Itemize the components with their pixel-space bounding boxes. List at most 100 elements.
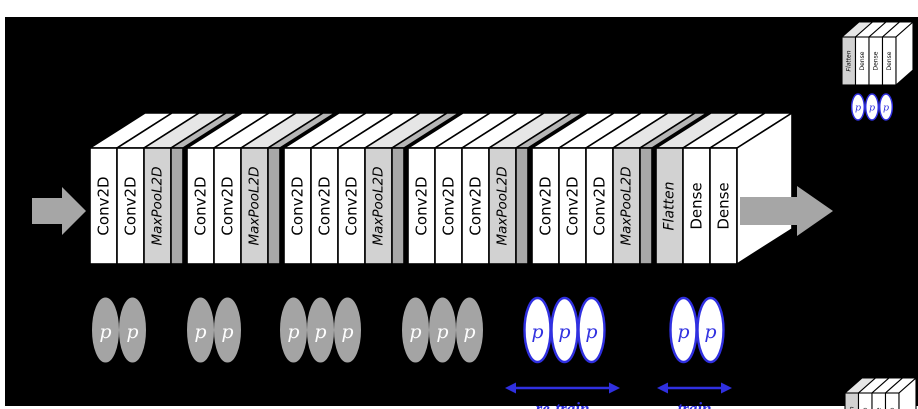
layer-slab-front-face [143,147,172,265]
separator-front-face [639,147,653,265]
group-separator-slab [391,112,460,265]
param-symbol: p [704,321,716,343]
input-arrow-icon [32,187,86,235]
layer-label: Conv2D [316,176,334,235]
param-ellipse-frozen: p [187,297,214,363]
layer-slab-conv2d: Conv2D [213,112,297,265]
param-ellipse-shape [402,297,429,363]
layer-label: Flatten [662,182,678,231]
layer-label: Conv2D [289,176,307,235]
inset-layer-slab-dense: Dense [868,21,901,86]
layer-slab-conv2d: Conv2D [310,112,394,265]
layer-label: MaxPooL2D [247,166,263,245]
layer-label: MaxPooL2D [495,166,511,245]
param-ellipse-trainable: p [577,296,606,364]
layer-slab-dense: Dense [709,112,793,265]
param-ellipse-frozen: p [456,297,483,363]
param-ellipse-frozen: p [92,297,119,363]
param-ellipse-shape [577,296,606,364]
layer-label: Conv2D [95,176,113,235]
param-ellipse-shape [850,93,866,121]
inset-param-ellipse-trainable: p [864,93,880,121]
param-symbol: p [436,321,448,343]
arrow-head-right-icon [721,382,732,394]
layer-label: Conv2D [467,176,485,235]
layer-slab-maxpool2d: MaxPooL2D [488,112,572,265]
layer-slab-conv2d: Conv2D [116,112,200,265]
layer-label: Conv2D [413,176,431,235]
layer-slab-front-face [364,147,393,265]
param-ellipse-frozen: p [429,297,456,363]
layer-slab-front-face [89,147,118,265]
arrow-head-left-icon [657,382,668,394]
layer-slab-conv2d: Conv2D [283,112,367,265]
annotation-train: train [657,382,732,409]
layer-slab-conv2d: Conv2D [558,112,642,265]
param-symbol: p [221,321,233,343]
param-ellipse-trainable: p [669,296,698,364]
layer-label: Dense [715,182,733,229]
layer-slab-front-face [488,147,517,265]
inset-block-end-cap [898,377,917,409]
annotation-label: train [677,399,711,409]
layer-label: Dense [859,51,866,70]
layer-label: Conv2D [192,176,210,235]
param-ellipse-shape [334,297,361,363]
param-symbol: p [531,321,543,343]
layer-slab-front-face [434,147,463,265]
param-ellipse-frozen: p [402,297,429,363]
param-symbol: p [463,321,475,343]
layer-label: Conv2D [591,176,609,235]
param-ellipse-trainable: p [523,296,552,364]
layer-label: MaxPooL2D [150,166,166,245]
arrow-head-right-icon [609,382,620,394]
param-ellipse-shape [119,297,146,363]
inset-param-ellipse-trainable: p [850,93,866,121]
layer-label: Conv2D [537,176,555,235]
param-symbol: p [341,321,353,343]
layer-label: Dense [875,407,882,409]
layer-label: Conv2D [343,176,361,235]
annotation-label: re-train [536,399,590,409]
layer-slab-front-face [337,147,366,265]
param-ellipse-shape [864,93,880,121]
layer-group: Conv2D Conv2D MaxPooL2D [89,112,239,265]
group-separator-slab [639,112,708,265]
layer-slab-maxpool2d: MaxPooL2D [240,112,324,265]
layer-slab-conv2d: Conv2D [407,112,491,265]
layer-label: Flatten [845,50,852,71]
layer-slab-conv2d: Conv2D [585,112,669,265]
layer-label: Conv2D [122,176,140,235]
separator-front-face [515,147,529,265]
param-symbol: p [869,103,875,114]
group-separator-slab [267,112,336,265]
inset-slab-front-face [871,392,887,409]
param-ellipse-trainable: p [696,296,725,364]
layer-label: Dense [862,407,869,409]
annotation-re-train: re-train [505,382,620,409]
layer-label: Dense [889,407,896,409]
layer-slab-conv2d: Conv2D [434,112,518,265]
param-symbol: p [126,321,138,343]
param-ellipse-shape [878,93,894,121]
inset-layer-slab-dense: Dense [857,377,890,409]
param-symbol: p [99,321,111,343]
param-ellipse-shape [187,297,214,363]
param-symbol: p [314,321,326,343]
layer-label: Dense [886,51,893,70]
group-separator-slab [170,112,239,265]
layer-label: Dense [872,51,879,70]
layer-label: Dense [688,182,706,229]
separator-front-face [267,147,281,265]
inset-layer-slab-dense: Dense [871,377,904,409]
inset-slab-front-face [857,392,873,409]
param-ellipse-frozen: p [119,297,146,363]
param-symbol: p [558,321,570,343]
param-ellipse-shape [214,297,241,363]
